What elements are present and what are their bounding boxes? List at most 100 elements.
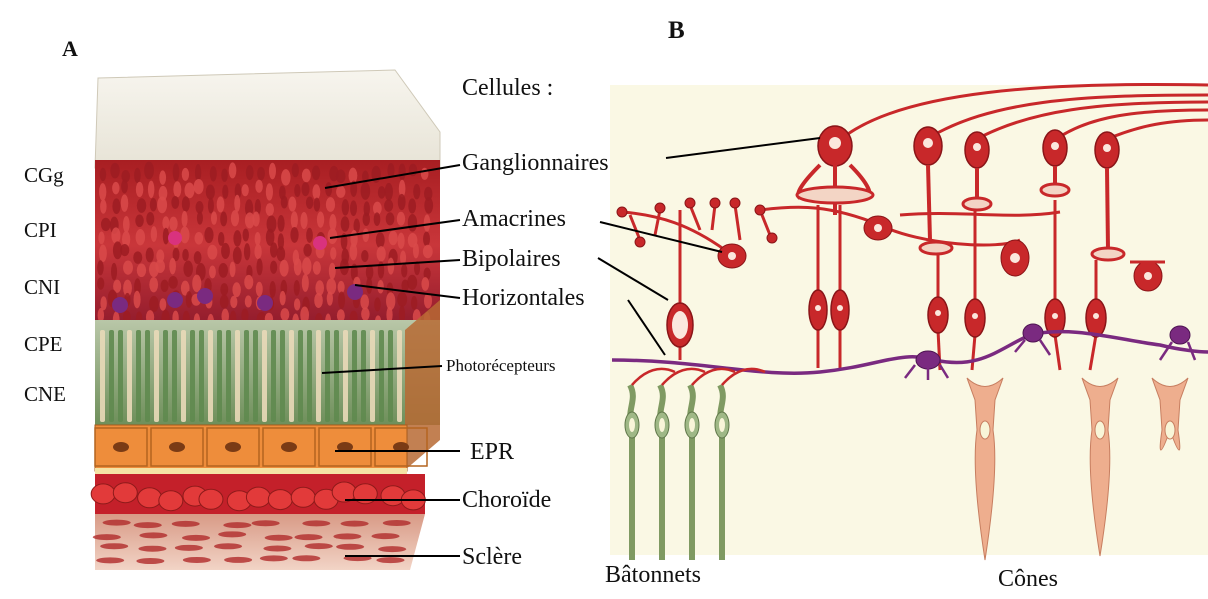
- neural-cell-body: [197, 212, 203, 225]
- neural-cell-body: [149, 277, 158, 292]
- neural-cell-body: [234, 195, 240, 212]
- neural-cell-body: [195, 164, 201, 182]
- sclera-fiber: [376, 557, 404, 563]
- neural-cell-body: [173, 181, 181, 197]
- photoreceptor-segment: [244, 330, 249, 422]
- sclera-fiber: [383, 520, 411, 526]
- horizontal-cell-body: [112, 297, 128, 313]
- neural-cell-body: [378, 186, 386, 199]
- sclera-fiber: [183, 557, 211, 563]
- neural-cell-body: [291, 211, 298, 229]
- neural-cell-body: [182, 196, 190, 211]
- neural-cell-body: [136, 229, 145, 245]
- neural-cell-body: [136, 182, 144, 197]
- neural-cell-body: [374, 212, 381, 226]
- photoreceptor-segment: [334, 330, 339, 422]
- neural-cell-body: [123, 261, 133, 275]
- photoreceptor-segment: [325, 330, 330, 422]
- neural-cell-body: [325, 182, 332, 196]
- neural-cell-body: [244, 275, 253, 289]
- panel-b-label: B: [668, 18, 685, 43]
- photoreceptor-segment: [226, 330, 231, 422]
- sclera-fiber: [224, 557, 252, 563]
- neural-cell-body: [254, 244, 261, 259]
- photoreceptor-segment: [253, 330, 258, 422]
- neural-cell-body: [279, 260, 288, 277]
- sclera-fiber: [292, 555, 320, 561]
- neural-cell-body: [137, 264, 146, 278]
- neural-cell-body: [336, 186, 345, 198]
- neural-cell-body: [233, 230, 241, 247]
- neural-cell-body: [148, 181, 154, 198]
- neural-cell-body: [266, 183, 273, 200]
- neural-cell-body: [232, 282, 240, 297]
- photoreceptor-segment: [172, 330, 177, 422]
- neural-cell-body: [421, 277, 429, 291]
- neural-cell-body: [281, 169, 290, 185]
- neural-cell-body: [161, 280, 169, 292]
- neural-cell-body: [292, 163, 299, 177]
- neural-cell-body: [290, 227, 298, 243]
- sclera-fiber: [265, 535, 293, 541]
- neural-cell-body: [361, 182, 371, 200]
- horizontal-cell-body: [167, 292, 183, 308]
- cells-header: Cellules :: [462, 76, 553, 100]
- neural-cell-body: [407, 275, 417, 290]
- photoreceptor-segment: [181, 330, 186, 422]
- amacrine-cell-body: [313, 236, 327, 250]
- neural-cell-body: [149, 296, 159, 312]
- neural-cell-body: [413, 243, 419, 258]
- neural-cell-body: [255, 180, 263, 193]
- neural-cell-body: [301, 182, 309, 196]
- neural-cell-body: [245, 295, 252, 307]
- sclera-fiber: [302, 520, 330, 526]
- photoreceptor-segment: [298, 330, 303, 422]
- neural-cell-body: [256, 258, 262, 275]
- neural-cell-body: [169, 258, 176, 275]
- neural-cell-body: [137, 198, 146, 213]
- neural-cell-body: [294, 298, 300, 310]
- neural-cell-body: [209, 266, 216, 279]
- neural-cell-body: [399, 163, 406, 180]
- neural-cell-body: [233, 247, 242, 264]
- label-bipolar: Bipolaires: [462, 247, 561, 271]
- neural-cell-body: [171, 196, 179, 209]
- panel-a-label: A: [62, 38, 78, 60]
- neural-cell-body: [98, 231, 104, 244]
- neural-cell-body: [374, 297, 381, 311]
- neural-cell-body: [266, 203, 274, 216]
- photoreceptor-segment: [127, 330, 132, 422]
- neural-cell-body: [101, 218, 111, 231]
- neural-cell-body: [229, 162, 237, 178]
- neural-cell-body: [97, 277, 104, 289]
- sclera-fiber: [378, 546, 406, 552]
- neural-cell-body: [302, 169, 311, 183]
- neural-cell-body: [221, 243, 230, 259]
- photoreceptor-segment: [379, 330, 384, 422]
- neural-cell-body: [155, 260, 165, 273]
- layer-label-cpi: CPI: [24, 220, 57, 241]
- neural-cell-body: [312, 166, 320, 181]
- choroid-vessel: [199, 489, 223, 509]
- photoreceptor-segment: [118, 330, 123, 422]
- photoreceptor-segment: [154, 330, 159, 422]
- choroid-vessel: [113, 483, 137, 503]
- neural-cell-body: [270, 242, 278, 257]
- neural-cell-body: [361, 250, 368, 262]
- neural-cell-body: [330, 247, 336, 260]
- sclera-fiber: [260, 555, 288, 561]
- neural-cell-body: [280, 291, 286, 306]
- neural-cell-body: [313, 261, 321, 275]
- neural-cell-body: [246, 165, 254, 180]
- neural-cell-body: [133, 251, 142, 264]
- neural-cell-body: [221, 169, 228, 182]
- neural-cell-body: [408, 214, 417, 232]
- neural-cell-body: [204, 227, 213, 243]
- sclera-fiber: [223, 522, 251, 528]
- neural-cell-body: [424, 197, 433, 214]
- photoreceptor-segment: [145, 330, 150, 422]
- choroid-vessel: [268, 490, 292, 510]
- photoreceptor-segment: [100, 330, 105, 422]
